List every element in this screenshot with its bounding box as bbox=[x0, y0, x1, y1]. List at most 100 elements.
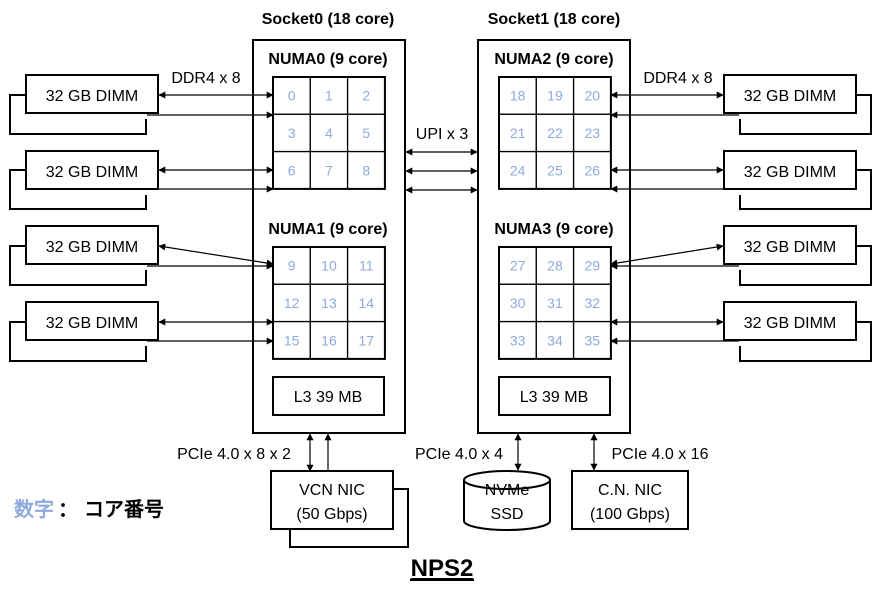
dimm-shadow bbox=[739, 321, 872, 362]
core-number: 15 bbox=[284, 332, 300, 348]
core-number: 8 bbox=[362, 162, 370, 178]
dimm-shadow bbox=[9, 94, 147, 135]
pcie-right-label: PCIe 4.0 x 16 bbox=[612, 446, 709, 463]
core-number: 14 bbox=[358, 295, 374, 311]
core-number: 3 bbox=[288, 125, 296, 141]
core-grid-border bbox=[272, 76, 386, 190]
core-grid-border bbox=[272, 246, 386, 360]
core-number: 21 bbox=[510, 125, 526, 141]
core-number: 28 bbox=[547, 258, 563, 274]
numa-2-core-grid: 18 19 20 21 22 23 24 25 26 bbox=[498, 76, 612, 190]
socket-0-l3-box bbox=[272, 376, 385, 416]
core-number: 22 bbox=[547, 125, 563, 141]
nvme-ssd: NVMe SSD bbox=[463, 470, 551, 531]
dimm-label: 32 GB DIMM bbox=[744, 239, 836, 256]
dimm-l2 bbox=[25, 150, 159, 190]
numa-3-label: NUMA3 (9 core) bbox=[494, 221, 613, 238]
core-number: 30 bbox=[510, 295, 526, 311]
footer-title: NPS2 bbox=[411, 555, 474, 582]
core-number: 18 bbox=[510, 88, 526, 104]
core-number: 13 bbox=[321, 295, 337, 311]
core-cell bbox=[272, 246, 311, 285]
dimm-label: 32 GB DIMM bbox=[46, 88, 138, 105]
core-number: 2 bbox=[362, 88, 370, 104]
core-cell bbox=[535, 150, 575, 190]
dimm-shadow bbox=[739, 245, 872, 286]
dimm-l4 bbox=[25, 301, 159, 341]
dimm-label: 32 GB DIMM bbox=[46, 315, 138, 332]
pcie-links: PCIe 4.0 x 8 x 2 PCIe 4.0 x 4 PCIe 4.0 x… bbox=[177, 433, 709, 472]
left-dimm-group: 32 GB DIMM 32 GB DIMM 32 GB DIMM 32 GB D… bbox=[9, 74, 159, 362]
core-number: 10 bbox=[321, 258, 337, 274]
dimm-r1 bbox=[723, 74, 857, 114]
socket-1: Socket1 (18 core) NUMA2 (9 core) 18 19 20 2… bbox=[477, 11, 631, 434]
ssd-cylinder-body bbox=[463, 480, 551, 531]
dimm-label: 32 GB DIMM bbox=[744, 315, 836, 332]
core-number: 0 bbox=[288, 88, 296, 104]
core-cell bbox=[572, 76, 612, 115]
dimm-l3 bbox=[25, 225, 159, 265]
core-number: 34 bbox=[547, 332, 563, 348]
pcie-left-label: PCIe 4.0 x 8 x 2 bbox=[177, 446, 291, 463]
dimm-r2 bbox=[723, 150, 857, 190]
core-number: 26 bbox=[584, 162, 600, 178]
core-number: 19 bbox=[547, 88, 563, 104]
right-dimm-group: 32 GB DIMM 32 GB DIMM 32 GB DIMM 32 GB D… bbox=[723, 74, 872, 362]
dimm-r3 bbox=[723, 225, 857, 265]
numa-2-label: NUMA2 (9 core) bbox=[494, 51, 613, 68]
vcn-nic: VCN NIC (50 Gbps) bbox=[270, 470, 409, 548]
core-number: 33 bbox=[510, 332, 526, 348]
core-number: 24 bbox=[510, 162, 526, 178]
dimm-shadow bbox=[9, 169, 147, 210]
core-number: 6 bbox=[288, 162, 296, 178]
dimm-shadow bbox=[9, 321, 147, 362]
core-number: 25 bbox=[547, 162, 563, 178]
core-number: 9 bbox=[288, 258, 296, 274]
core-number: 11 bbox=[359, 258, 374, 274]
legend-description: コア番号 bbox=[84, 498, 164, 521]
dimm-label: 32 GB DIMM bbox=[46, 239, 138, 256]
core-number: 23 bbox=[584, 125, 600, 141]
core-cell bbox=[309, 246, 349, 285]
core-number: 20 bbox=[584, 88, 600, 104]
numa-1-label: NUMA1 (9 core) bbox=[268, 221, 387, 238]
vcn-nic-name: VCN NIC bbox=[299, 482, 365, 499]
socket-1-l3-box bbox=[498, 376, 611, 416]
vcn-nic-speed: (50 Gbps) bbox=[296, 506, 367, 523]
core-number: 27 bbox=[510, 258, 526, 274]
dimm-label: 32 GB DIMM bbox=[744, 164, 836, 181]
core-number: 7 bbox=[325, 162, 333, 178]
left-memory-links: DDR4 x 8 bbox=[147, 70, 274, 345]
dimm-label: 32 GB DIMM bbox=[46, 164, 138, 181]
core-cell bbox=[309, 113, 349, 153]
core-number: 31 bbox=[547, 295, 563, 311]
socket-0-title: Socket0 (18 core) bbox=[262, 11, 395, 28]
core-grid-border bbox=[498, 76, 612, 190]
ddr-label-left: DDR4 x 8 bbox=[171, 70, 240, 87]
core-number: 17 bbox=[358, 332, 374, 348]
core-cell bbox=[346, 150, 386, 190]
socket-1-title: Socket1 (18 core) bbox=[488, 11, 621, 28]
legend: 数字 ： コア番号 bbox=[14, 497, 164, 521]
ssd-cylinder-top bbox=[463, 470, 551, 490]
nvme-name: NVMe bbox=[485, 482, 530, 499]
socket-0-l3-label: L3 39 MB bbox=[294, 389, 362, 406]
cn-nic-box bbox=[571, 470, 689, 530]
socket-1-l3-label: L3 39 MB bbox=[520, 389, 588, 406]
core-number: 16 bbox=[321, 332, 337, 348]
cn-nic: C.N. NIC (100 Gbps) bbox=[571, 470, 689, 530]
upi-links: UPI x 3 bbox=[405, 126, 478, 194]
core-cell bbox=[346, 283, 386, 323]
upi-label: UPI x 3 bbox=[416, 126, 469, 143]
ddr-label-right: DDR4 x 8 bbox=[643, 70, 712, 87]
core-cell bbox=[272, 320, 311, 360]
cn-nic-speed: (100 Gbps) bbox=[590, 506, 670, 523]
core-number: 35 bbox=[584, 332, 600, 348]
core-number: 32 bbox=[584, 295, 600, 311]
nvme-type: SSD bbox=[491, 506, 524, 523]
dimm-r4 bbox=[723, 301, 857, 341]
